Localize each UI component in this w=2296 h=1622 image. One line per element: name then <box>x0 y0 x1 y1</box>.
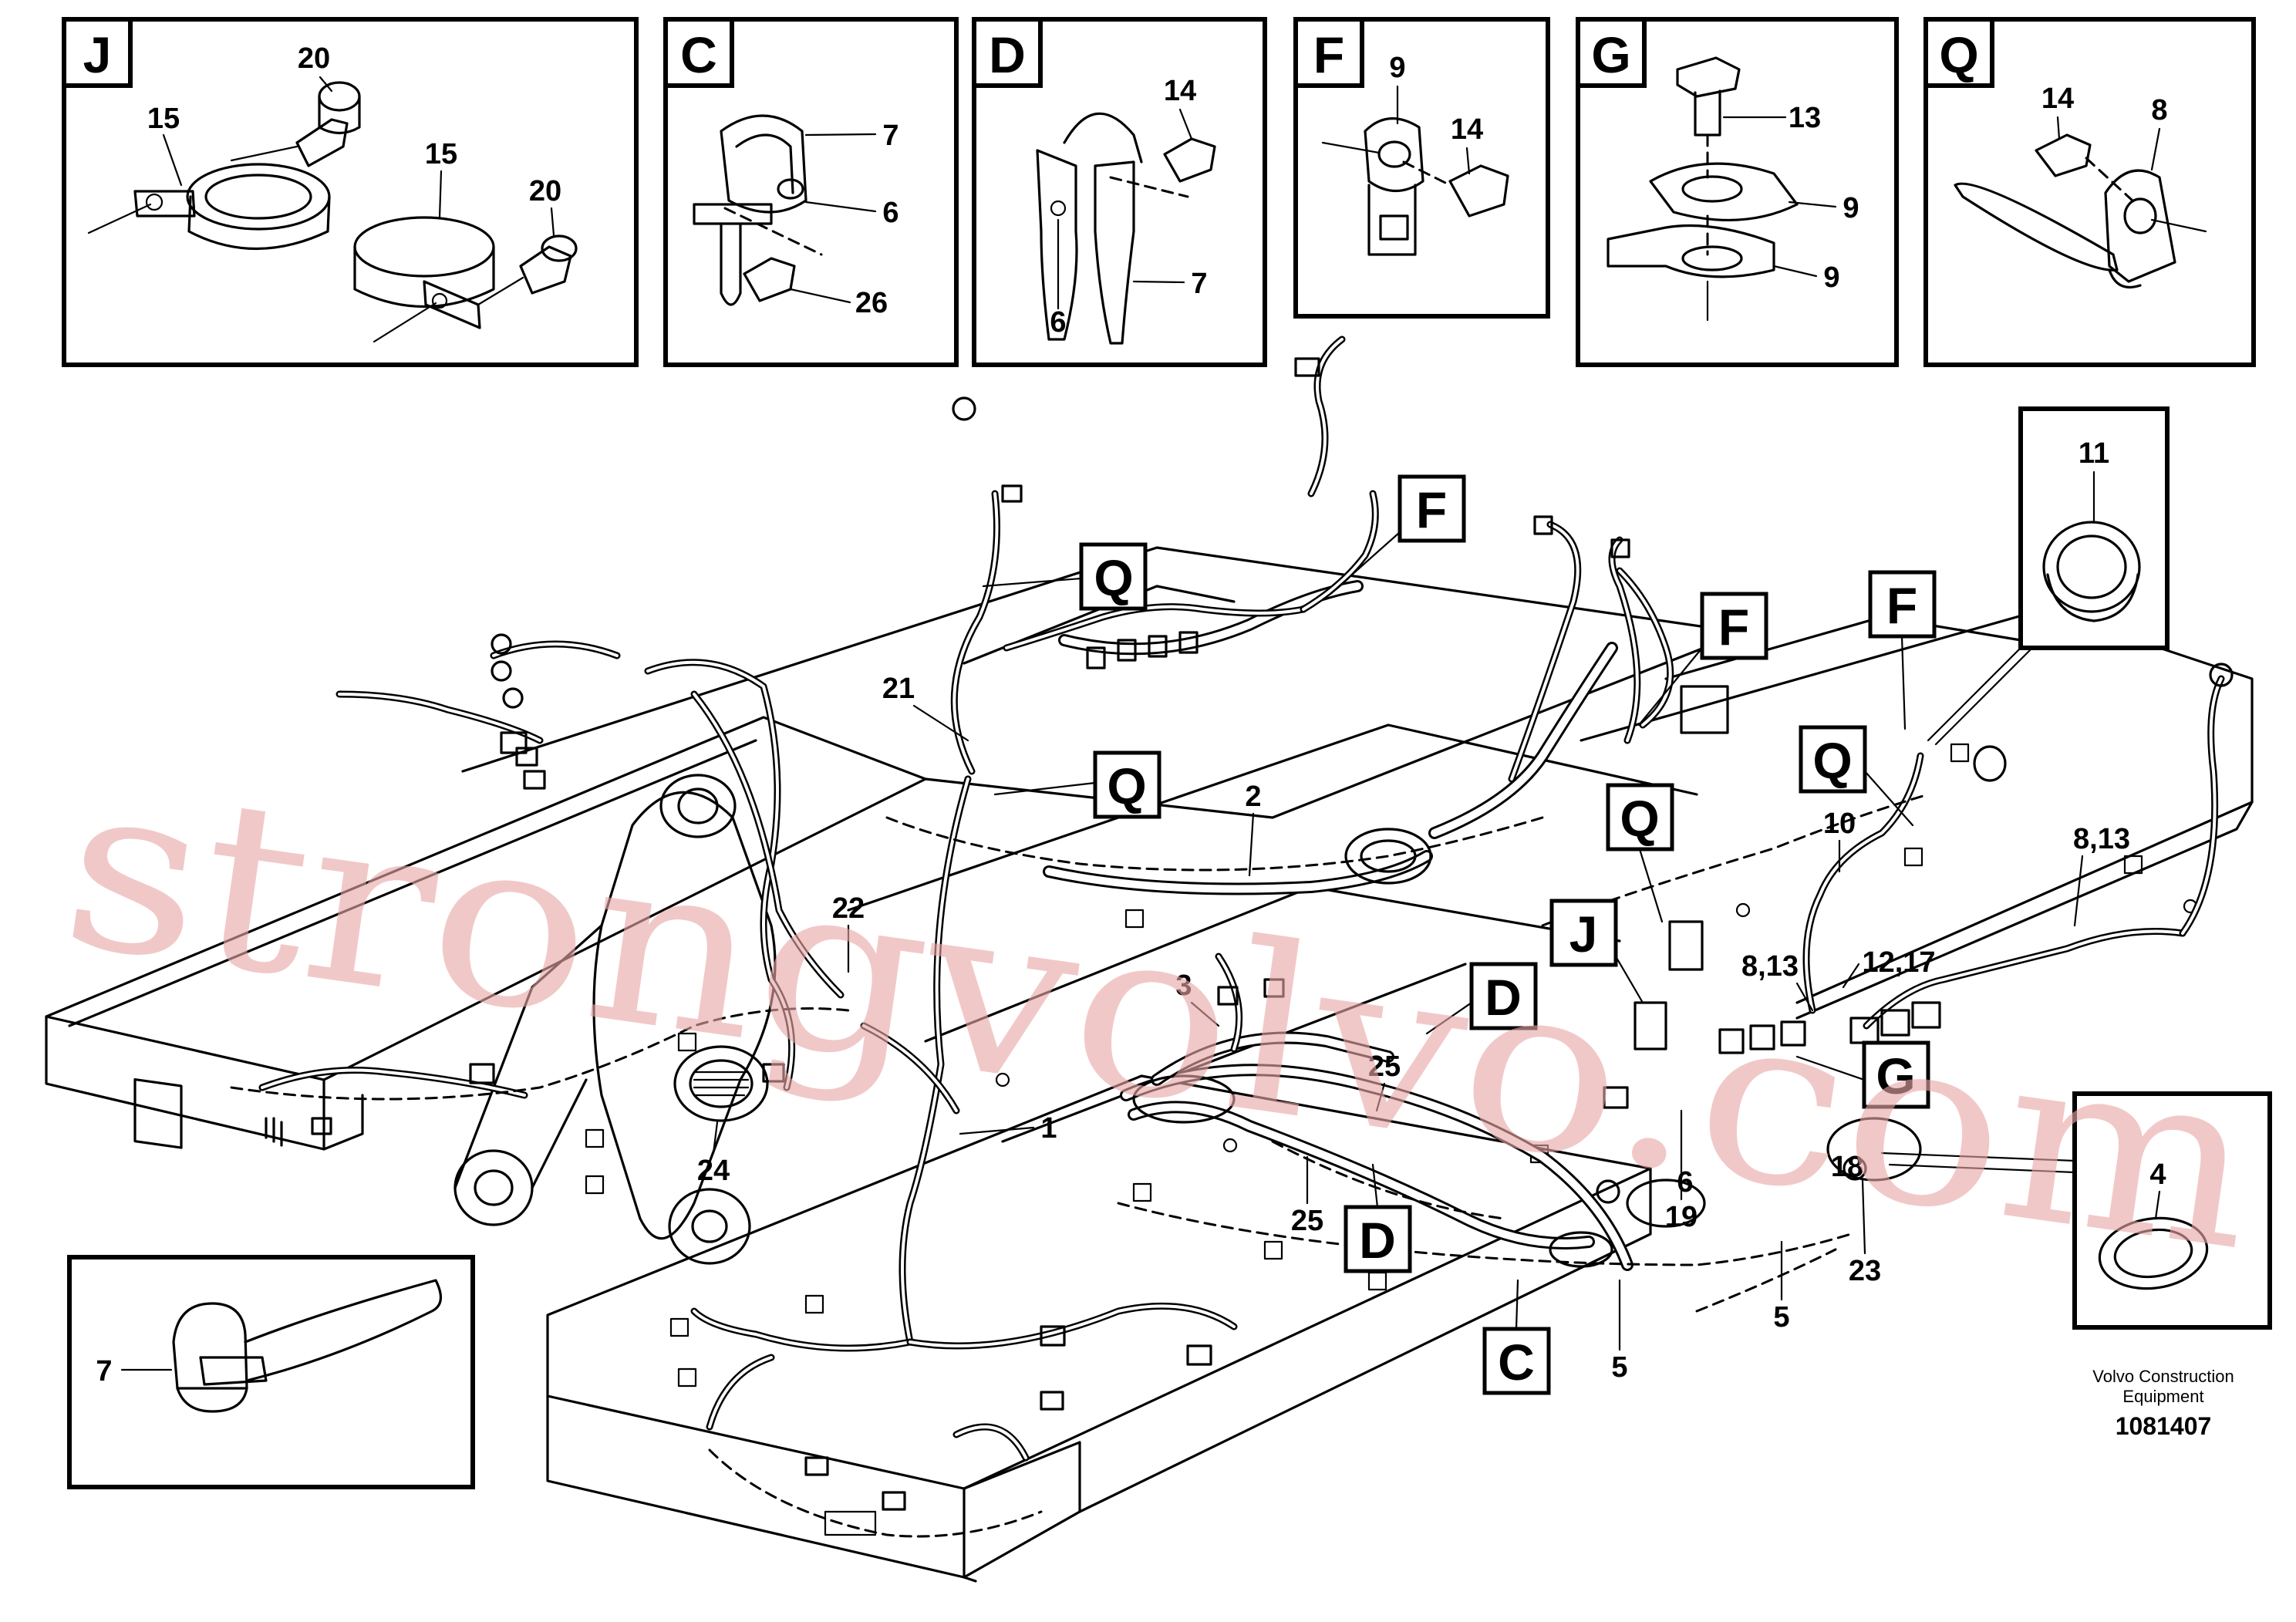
callout: 5 <box>1773 1301 1789 1334</box>
callout: 23 <box>1849 1255 1881 1287</box>
detail-tag: Q <box>1094 549 1133 606</box>
callout: 14 <box>1164 75 1196 107</box>
document-number: 1081407 <box>2116 1412 2212 1440</box>
callout: 6 <box>1677 1166 1693 1199</box>
detail-tag: G <box>1876 1047 1915 1104</box>
callout: 9 <box>1843 192 1859 224</box>
detail-tag: C <box>1498 1334 1535 1391</box>
detail-panel-g: G 13 9 9 <box>1576 17 1899 367</box>
detail-tag: Q <box>1620 790 1659 847</box>
detail-tag: Q <box>1812 732 1852 789</box>
detail-tag: Q <box>1107 757 1146 814</box>
callout: 7 <box>96 1355 112 1388</box>
main-callouts: 21 2 22 24 1 25 25 5 19 5 23 10 8,13 8,1… <box>697 673 2130 1384</box>
callout: 10 <box>1823 808 1856 840</box>
detail-panel-letter: F <box>1313 26 1344 83</box>
callout: 13 <box>1789 102 1821 134</box>
detail-panel-q: Q 14 8 <box>1923 17 2256 367</box>
footer: Volvo Construction Equipment 1081407 <box>2092 1367 2234 1440</box>
detail-panel-letter: D <box>989 26 1026 83</box>
detail-panel-loop: 4 <box>1880 1091 2272 1330</box>
callout: 8,13 <box>2073 823 2130 855</box>
callout: 9 <box>1389 52 1405 84</box>
callout: 24 <box>697 1155 730 1187</box>
detail-tag: J <box>1569 905 1598 963</box>
detail-panel-grommet: 11 <box>1927 406 2170 746</box>
detail-panel-letter: C <box>680 26 717 83</box>
detail-panel-letter: Q <box>1939 26 1978 83</box>
grommets <box>673 745 2007 1268</box>
detail-tag: F <box>1718 599 1749 656</box>
callout: 7 <box>1191 268 1207 300</box>
detail-panel-letter: J <box>83 26 112 83</box>
callout: 11 <box>2079 437 2109 470</box>
callout: 20 <box>529 175 561 207</box>
callout: 15 <box>425 138 457 170</box>
detail-tags: Q F Q F F Q Q J D G <box>982 474 1937 1395</box>
callout: 21 <box>882 673 915 705</box>
callout: 19 <box>1665 1201 1698 1233</box>
callout: 14 <box>1451 113 1483 146</box>
callout: 25 <box>1291 1205 1323 1237</box>
detail-panel-j: J 20 15 15 20 <box>62 17 639 367</box>
callout: 6 <box>1050 306 1066 339</box>
callout: 4 <box>2149 1158 2166 1191</box>
callout: 8,13 <box>1741 950 1799 983</box>
callout: 14 <box>2041 83 2074 115</box>
detail-panel-strap: 7 <box>67 1255 475 1489</box>
callout: 22 <box>832 892 865 925</box>
hidden-routing <box>230 793 1930 1538</box>
callout: 1 <box>1040 1112 1057 1145</box>
callout: 18 <box>1831 1151 1863 1183</box>
detail-panel-f: F 9 14 <box>1293 17 1550 319</box>
callout: 26 <box>855 287 888 319</box>
brand-line-2: Equipment <box>2122 1387 2203 1406</box>
callout: 12,17 <box>1862 946 1935 979</box>
callout: 15 <box>147 103 180 135</box>
connectors <box>311 357 2234 1511</box>
callout: 5 <box>1611 1351 1627 1384</box>
callout: 8 <box>2151 94 2167 126</box>
callout: 3 <box>1175 969 1192 1002</box>
callout: 2 <box>1245 781 1261 813</box>
detail-tag: F <box>1416 481 1447 538</box>
callout: 6 <box>882 197 899 229</box>
detail-tag: F <box>1886 577 1917 634</box>
brand-line-1: Volvo Construction <box>2092 1367 2234 1386</box>
detail-tag: D <box>1485 969 1522 1026</box>
detail-panel-letter: G <box>1591 26 1630 83</box>
detail-tag: D <box>1359 1212 1396 1269</box>
detail-panel-d: D 14 7 6 <box>972 17 1267 367</box>
detail-panel-c: C 7 6 26 <box>663 17 959 367</box>
callout: 9 <box>1823 261 1839 294</box>
callout: 20 <box>298 42 330 75</box>
callout: 7 <box>882 120 899 152</box>
wiring-harness <box>258 336 2225 1462</box>
callout: 25 <box>1368 1050 1401 1083</box>
